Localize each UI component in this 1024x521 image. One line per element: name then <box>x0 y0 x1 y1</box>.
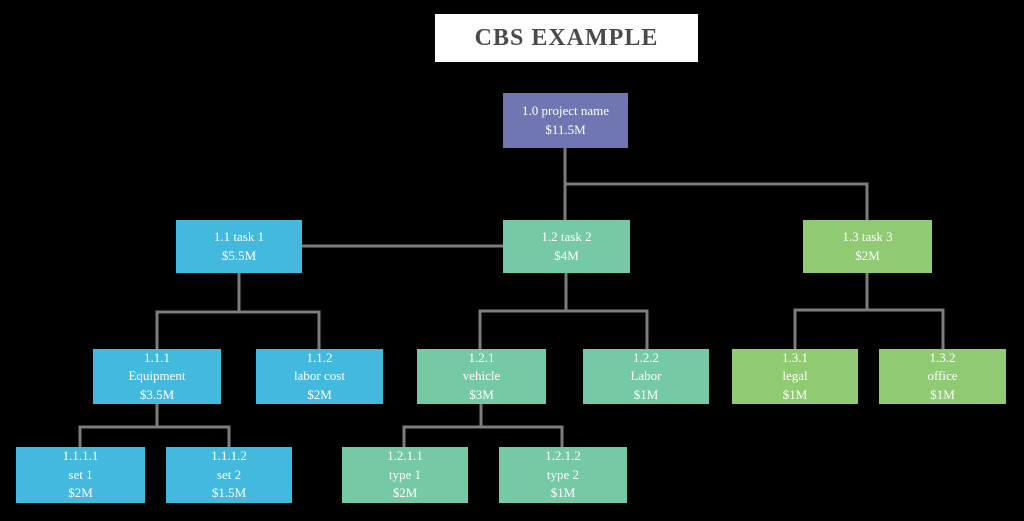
node-label: set 2 <box>216 466 242 482</box>
node-label: labor cost <box>294 368 345 384</box>
node-label: office <box>927 368 958 384</box>
node-1-2-task2: 1.2 task 2 $4M <box>503 220 630 273</box>
node-title: 1.2 task 2 <box>541 229 592 245</box>
node-code: 1.2.1.2 <box>545 448 581 464</box>
node-cost: $1M <box>930 386 955 402</box>
node-1-1-task1: 1.1 task 1 $5.5M <box>176 220 302 273</box>
node-label: type 2 <box>546 466 580 482</box>
node-label: Equipment <box>128 368 186 384</box>
connector-equipment-children <box>78 404 231 447</box>
diagram-title: CBS EXAMPLE <box>435 14 698 62</box>
node-1-1-1-equipment: 1.1.1 Equipment $3.5M <box>93 349 221 404</box>
node-cost: $1M <box>550 485 576 501</box>
node-1-2-1-vehicle: 1.2.1 vehicle $3M <box>417 349 546 404</box>
node-1-3-task3: 1.3 task 3 $2M <box>803 220 932 273</box>
connector-task2-children <box>478 273 649 349</box>
node-1-1-1-1-set1: 1.1.1.1 set 1 $2M <box>16 447 145 503</box>
node-1-3-1-legal: 1.3.1 legal $1M <box>732 349 858 404</box>
node-cost: $2M <box>307 386 332 402</box>
node-title: 1.0 project name <box>522 103 609 119</box>
node-cost: $3M <box>469 386 494 402</box>
node-code: 1.2.1.1 <box>387 448 423 464</box>
node-cost: $2M <box>855 247 880 263</box>
connector-task3-children <box>793 273 945 349</box>
node-code: 1.3.1 <box>782 349 808 365</box>
node-cost: $1M <box>633 386 659 402</box>
node-code: 1.3.2 <box>929 349 956 365</box>
node-1-1-2-labor-cost: 1.1.2 labor cost $2M <box>256 349 383 404</box>
node-cost: $3.5M <box>139 386 175 402</box>
node-cost: $2M <box>68 485 93 501</box>
node-code: 1.1.1.2 <box>211 448 247 464</box>
connector-vehicle-children <box>402 404 564 447</box>
node-label: type 1 <box>388 466 422 482</box>
node-code: 1.1.1 <box>144 349 170 365</box>
node-label: vehicle <box>462 368 501 384</box>
node-label: Labor <box>630 368 662 384</box>
node-1-2-1-2-type2: 1.2.1.2 type 2 $1M <box>499 447 627 503</box>
node-cost: $2M <box>392 485 418 501</box>
node-cost: $1M <box>782 386 808 402</box>
node-1-3-2-office: 1.3.2 office $1M <box>879 349 1006 404</box>
node-code: 1.2.1 <box>468 349 495 365</box>
node-cost: $11.5M <box>545 121 586 137</box>
node-cost: $4M <box>554 247 579 263</box>
connector-root-to-task3 <box>565 182 869 221</box>
node-1-0-project: 1.0 project name $11.5M <box>503 93 628 148</box>
node-label: legal <box>782 368 808 384</box>
diagram-title-text: CBS EXAMPLE <box>474 24 659 51</box>
node-1-1-1-2-set2: 1.1.1.2 set 2 $1.5M <box>166 447 292 503</box>
node-code: 1.2.2 <box>633 349 659 365</box>
node-code: 1.1.1.1 <box>62 448 99 464</box>
node-1-2-2-labor: 1.2.2 Labor $1M <box>583 349 709 404</box>
node-label: set 1 <box>68 466 93 482</box>
node-cost: $5.5M <box>221 247 257 263</box>
connector-task1-children <box>155 273 321 349</box>
node-cost: $1.5M <box>211 485 247 501</box>
node-title: 1.3 task 3 <box>842 229 893 245</box>
node-1-2-1-1-type1: 1.2.1.1 type 1 $2M <box>342 447 468 503</box>
node-code: 1.1.2 <box>306 349 333 365</box>
node-title: 1.1 task 1 <box>213 229 265 245</box>
